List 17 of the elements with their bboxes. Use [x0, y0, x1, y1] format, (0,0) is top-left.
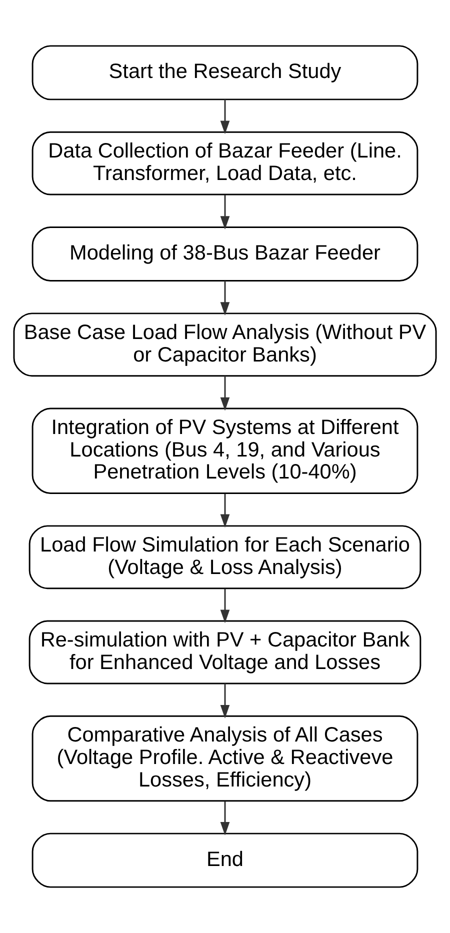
node-box: Integration of PV Systems at Different Locations (Bus 4, 19, and Various Penetration Levels (10-40%): [32, 408, 418, 494]
node-box: Modeling of 38-Bus Bazar Feeder: [32, 226, 418, 282]
arrow: [220, 280, 230, 316]
node-box: Load Flow Simulation for Each Scenario (Voltage & Loss Analysis): [28, 525, 422, 590]
node-box: Comparative Analysis of All Cases (Voltage Profile. Active & Reactiveve Losses, Efficiency): [32, 715, 418, 802]
arrow: [220, 684, 230, 718]
node-box: Re-simulation with PV + Capacitor Bank for Enhanced Voltage and Losses: [28, 620, 422, 684]
arrow: [220, 494, 230, 528]
node-box: Base Case Load Flow Analysis (Without PV or Capacitor Banks): [13, 312, 437, 377]
arrow: [220, 195, 230, 230]
node-box: Start the Research Study: [32, 45, 418, 100]
arrow: [220, 100, 230, 134]
arrow: [220, 801, 230, 836]
arrow: [220, 376, 230, 411]
arrow: [220, 588, 230, 624]
node-box: Data Collection of Bazar Feeder (Line. Transformer, Load Data, etc.: [32, 131, 418, 196]
node-box: End: [32, 832, 418, 888]
